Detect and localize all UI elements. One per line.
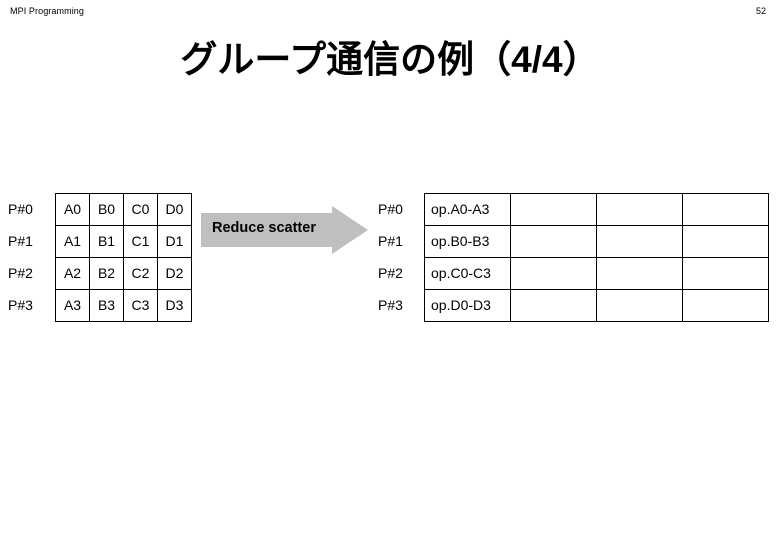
table-row: op.C0-C3: [425, 258, 769, 290]
header-page-number: 52: [755, 6, 766, 16]
grid-cell: [511, 258, 597, 290]
reduce-scatter-arrow: [201, 206, 369, 254]
table-row: A3 B3 C3 D3: [56, 290, 192, 322]
table-row: op.A0-A3: [425, 194, 769, 226]
result-process-label: P#2: [378, 265, 403, 281]
header-course-title: MPI Programming: [10, 6, 85, 16]
grid-cell: op.B0-B3: [425, 226, 511, 258]
grid-cell: [597, 290, 683, 322]
source-process-label: P#2: [8, 265, 33, 281]
result-data-grid: op.A0-A3 op.B0-B3 op.C0-C3 op.D0-D3: [424, 193, 769, 322]
grid-cell: C2: [124, 258, 158, 290]
grid-cell: A1: [56, 226, 90, 258]
grid-cell: A3: [56, 290, 90, 322]
grid-cell: [683, 194, 769, 226]
grid-cell: [511, 194, 597, 226]
right-arrow-icon: [201, 206, 368, 254]
grid-cell: C0: [124, 194, 158, 226]
table-row: A2 B2 C2 D2: [56, 258, 192, 290]
grid-cell: D1: [158, 226, 192, 258]
grid-cell: op.D0-D3: [425, 290, 511, 322]
grid-cell: B2: [90, 258, 124, 290]
source-process-label: P#3: [8, 297, 33, 313]
grid-cell: [511, 290, 597, 322]
grid-cell: A0: [56, 194, 90, 226]
grid-cell: [597, 258, 683, 290]
slide-title: グループ通信の例（4/4）: [180, 39, 600, 80]
grid-cell: B0: [90, 194, 124, 226]
grid-cell: op.A0-A3: [425, 194, 511, 226]
grid-cell: B1: [90, 226, 124, 258]
table-row: op.D0-D3: [425, 290, 769, 322]
result-process-label-column: P#0 P#1 P#2 P#3: [378, 193, 424, 321]
grid-cell: A2: [56, 258, 90, 290]
table-row: op.B0-B3: [425, 226, 769, 258]
grid-cell: C1: [124, 226, 158, 258]
grid-cell: [511, 226, 597, 258]
grid-cell: [683, 290, 769, 322]
grid-cell: [683, 258, 769, 290]
grid-cell: D3: [158, 290, 192, 322]
table-row: A0 B0 C0 D0: [56, 194, 192, 226]
grid-cell: D2: [158, 258, 192, 290]
grid-cell: [683, 226, 769, 258]
result-process-label: P#3: [378, 297, 403, 313]
source-process-label: P#1: [8, 233, 33, 249]
grid-cell: [597, 226, 683, 258]
grid-cell: C3: [124, 290, 158, 322]
grid-cell: B3: [90, 290, 124, 322]
grid-cell: [597, 194, 683, 226]
table-row: A1 B1 C1 D1: [56, 226, 192, 258]
operation-label: Reduce scatter: [212, 220, 316, 236]
source-process-label: P#0: [8, 201, 33, 217]
slide-header: MPI Programming 52: [0, 4, 780, 22]
result-process-label: P#1: [378, 233, 403, 249]
source-data-grid: A0 B0 C0 D0 A1 B1 C1 D1 A2 B2 C2 D2 A3 B…: [55, 193, 192, 322]
grid-cell: D0: [158, 194, 192, 226]
grid-cell: op.C0-C3: [425, 258, 511, 290]
result-process-label: P#0: [378, 201, 403, 217]
source-process-label-column: P#0 P#1 P#2 P#3: [8, 193, 54, 321]
